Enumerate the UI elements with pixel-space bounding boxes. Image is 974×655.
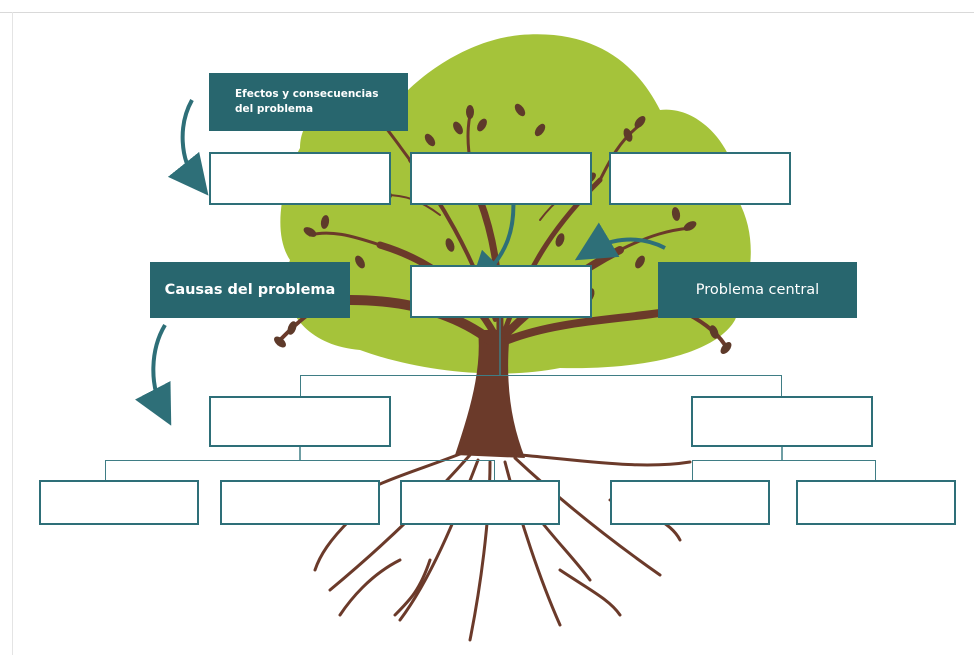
connector-lines (299, 318, 783, 460)
effect-box-2[interactable] (410, 152, 592, 205)
central-problem-label-text: Problema central (695, 282, 820, 298)
subcause-box-5[interactable] (796, 480, 956, 525)
central-problem-label: Problema central (658, 262, 857, 318)
effect-box-3[interactable] (609, 152, 791, 205)
tree-leaves (274, 102, 732, 354)
causes-label: Causas del problema (150, 262, 350, 318)
subcause-box-2[interactable] (220, 480, 380, 525)
effect-box-1[interactable] (209, 152, 391, 205)
causes-bracket-left (105, 460, 495, 482)
subcause-box-3[interactable] (400, 480, 560, 525)
causes-label-text: Causas del problema (164, 282, 336, 298)
central-problem-box[interactable] (410, 265, 592, 318)
subcause-box-1[interactable] (39, 480, 199, 525)
cause-box-right[interactable] (691, 396, 873, 447)
curved-arrow-effects-icon (167, 99, 209, 196)
effects-label: Efectos y consecuencias del problema (209, 73, 408, 131)
curved-arrow-causes-icon (135, 323, 172, 426)
cause-box-left[interactable] (209, 396, 391, 447)
effects-label-text: Efectos y consecuencias del problema (235, 88, 379, 115)
curved-arrow-central-icon (574, 222, 666, 261)
left-border (0, 12, 13, 655)
subcause-box-4[interactable] (610, 480, 770, 525)
causes-bracket-right (692, 460, 876, 482)
tree-trunk (455, 330, 525, 458)
top-border (0, 0, 974, 13)
causes-bracket-upper (300, 375, 782, 397)
